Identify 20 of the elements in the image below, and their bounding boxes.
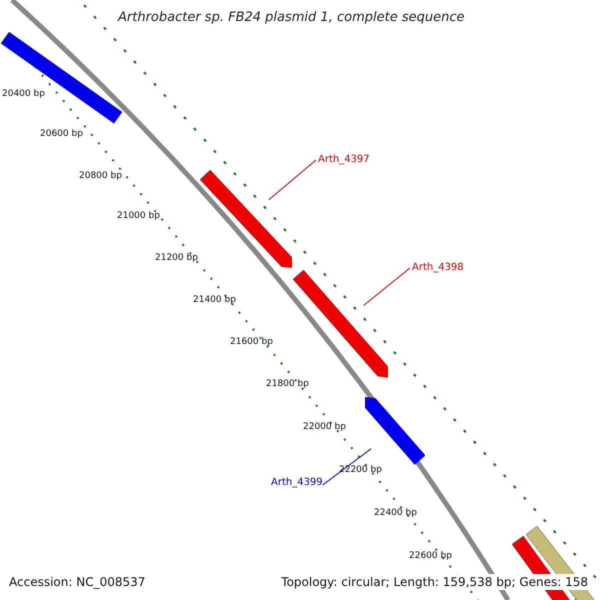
scale-tick-label: 22400 bp — [374, 509, 417, 518]
gene-label: Arth_4399 — [271, 478, 323, 488]
gene-label: Arth_4398 — [412, 263, 464, 273]
title: Arthrobacter sp. FB24 plasmid 1, complete sequence — [118, 11, 464, 24]
scale-tick-label: 20800 bp — [79, 172, 122, 181]
leader-line — [363, 268, 410, 306]
gene-feature — [200, 170, 292, 268]
sequence-info: Topology: circular; Length: 159,538 bp; Genes: 158 — [279, 574, 590, 590]
scale-tick-label: 20400 bp — [2, 90, 45, 99]
scale-tick-label: 21000 bp — [117, 212, 160, 221]
scale-tick-label: 21400 bp — [193, 296, 236, 305]
gene-feature — [0, 32, 122, 124]
leader-line — [322, 448, 372, 486]
gene-label: Arth_4397 — [318, 155, 370, 165]
gene-feature — [292, 270, 388, 378]
scale-tick-label: 21800 bp — [266, 380, 309, 389]
leader-line — [268, 160, 316, 200]
gene-feature — [364, 397, 426, 465]
scale-tick-label: 22600 bp — [409, 552, 452, 561]
accession-text: Accession: NC_008537 — [9, 576, 146, 588]
